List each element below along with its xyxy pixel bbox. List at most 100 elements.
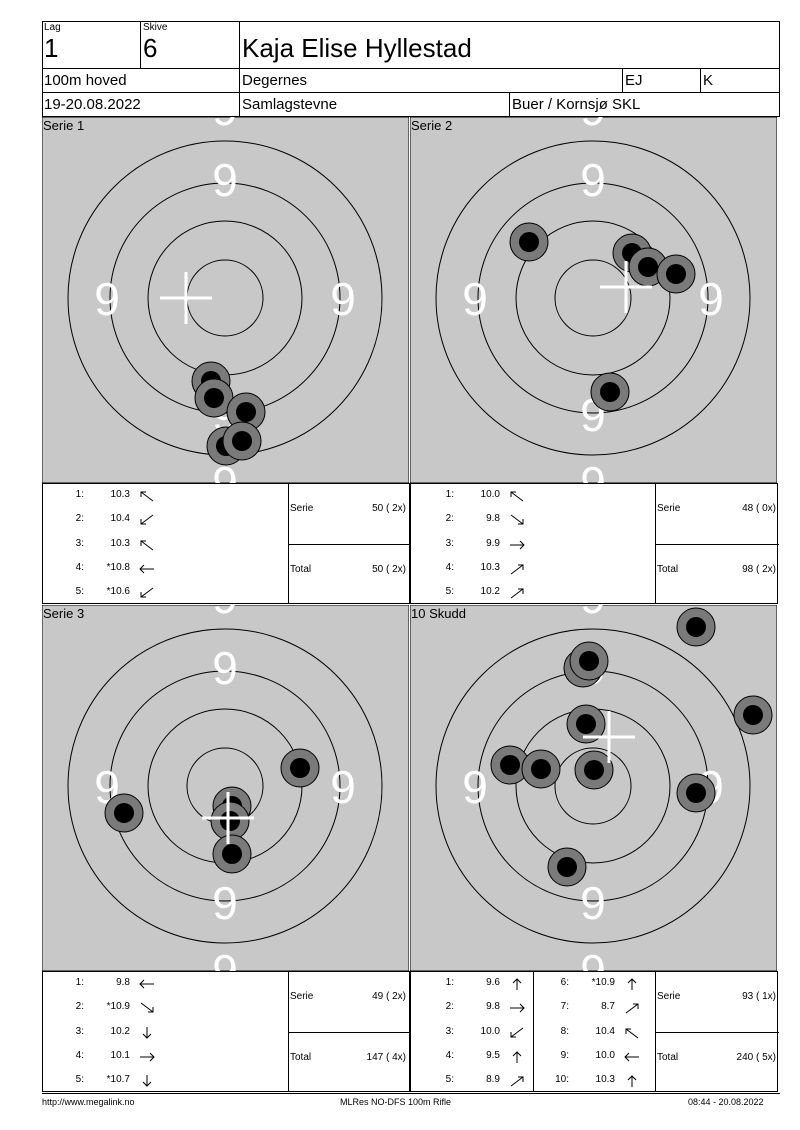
direction-arrow-icon [624,1052,639,1062]
class-a: EJ [625,72,643,89]
shot-row: 2: 9.8 [440,1001,540,1015]
shot-mark [104,793,144,833]
shot-number: 1: [445,489,454,500]
shot-value: 10.0 [480,489,500,500]
shot-mark [590,372,630,412]
ring-number-label: 9 [212,642,238,694]
score-box [410,971,778,1092]
shot-mark [212,834,252,874]
shot-mark [280,748,320,788]
direction-arrow-icon [140,540,154,550]
shot-value: 9.9 [486,537,500,549]
date: 19-20.08.2022 [44,96,141,113]
shot-value: 9.8 [116,977,130,988]
shot-value: 10.3 [480,561,500,573]
direction-arrow-icon [139,564,154,574]
panel-title: Serie 1 [43,118,85,133]
score-box [42,971,410,1092]
ring-number-label: 9 [462,761,488,813]
ring-number-label: 9 [212,117,238,135]
direction-arrow-icon [142,1026,152,1039]
direction-arrow-icon [625,1003,639,1014]
serie-label: Serie [657,503,681,514]
ring-number-label: 9 [212,945,238,971]
target-ring [109,670,341,902]
target-ring [435,628,751,944]
panel-title: Serie 3 [43,606,85,621]
shot-mark [566,704,606,744]
shot-number: 1: [445,977,454,988]
shot-value: *10.8 [106,561,130,573]
shot-value: *10.6 [106,586,130,598]
ring-number-label: 9 [580,154,606,206]
total-value: 50 ( 2x) [372,564,406,575]
ring-number-label: 9 [580,877,606,929]
ring-number-label: 9 [330,273,356,325]
total-label: Total [290,564,312,575]
serie-value: 48 ( 0x) [742,503,776,514]
shot-number: 2: [445,1001,454,1013]
shot-value: *10.9 [591,977,615,988]
lag-value: 1 [44,33,59,63]
shot-row: 7:8.7 [555,1001,655,1015]
location: Degernes [242,72,308,89]
direction-arrow-icon [627,1075,637,1088]
shot-row: 3:10.3 [70,538,170,552]
direction-arrow-icon [625,1028,639,1038]
target-panel-4: 999999 [410,605,777,971]
shot-number: 5: [445,586,454,598]
shot-row: 5:10.2 [440,586,540,600]
program: 100m hoved [44,72,127,89]
shot-value: *10.7 [106,1074,130,1086]
shot-value: 9.8 [486,1001,500,1013]
shot-row: 3:9.9 [440,538,540,552]
total-value: 98 ( 2x) [742,564,776,575]
direction-arrow-icon [142,1075,152,1087]
target-ring [67,628,383,944]
shot-row: 1:9.6 [440,977,540,991]
shot-mark [676,607,716,647]
direction-arrow-icon [140,587,154,598]
club: Buer / Kornsjø SKL [512,96,641,113]
shot-mark [574,750,614,790]
shot-row: 8:10.4 [555,1026,655,1040]
shooter-name: Kaja Elise Hyllestad [242,33,472,63]
total-value: 147 ( 4x) [366,1052,406,1063]
direction-arrow-icon [140,1002,154,1013]
shot-number: 8: [560,1025,569,1037]
shot-value: 9.5 [486,1049,500,1061]
shot-number: 2: [445,513,454,525]
shot-mark [656,254,696,294]
direction-arrow-icon [510,1003,525,1013]
serie-label: Serie [657,991,681,1002]
serie-label: Serie [290,503,314,514]
shot-number: 1: [75,977,84,988]
direction-arrow-icon [512,978,522,990]
serie-value: 49 ( 2x) [372,991,406,1002]
direction-arrow-icon [510,1076,524,1087]
shot-mark [210,801,250,841]
shot-row: 1:10.3 [70,489,170,503]
shot-row: 6: *10.9 [555,977,655,991]
class-b: K [703,72,714,89]
shot-row: 3:10.2 [70,1026,170,1040]
score-box [410,483,778,604]
shot-mark [521,749,561,789]
shot-mark [547,847,587,887]
ring-number-label: 9 [698,273,724,325]
shot-number: 2: [75,1001,84,1013]
shot-number: 3: [75,537,84,549]
ring-number-label: 9 [580,457,606,483]
shot-row: 2: *10.9 [70,1001,170,1015]
shot-value: *10.9 [106,1001,130,1013]
direction-arrow-icon [140,514,154,525]
shot-mark [733,695,773,735]
direction-arrow-icon [139,979,154,989]
footer-url[interactable]: http://www.megalink.no [42,1097,135,1107]
shot-number: 6: [560,977,569,988]
target-ring [435,140,751,456]
direction-arrow-icon [140,1052,155,1062]
target-background [42,117,409,483]
skive-value: 6 [143,33,158,63]
shot-row: 5:*10.7 [70,1074,170,1088]
